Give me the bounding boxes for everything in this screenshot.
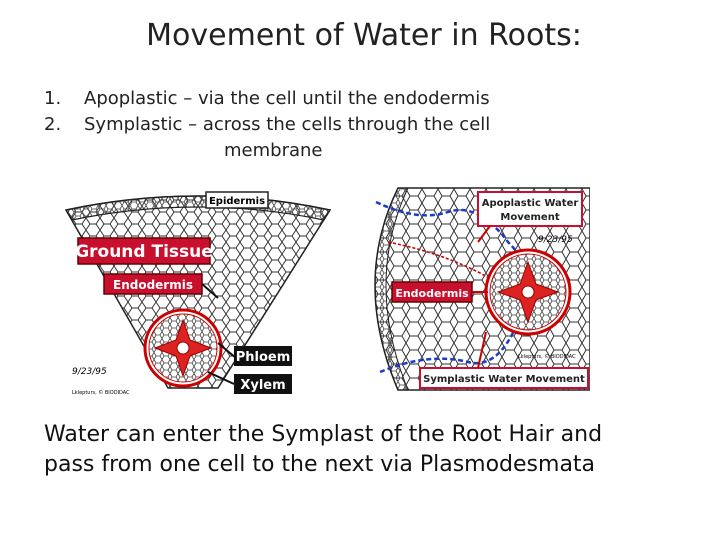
endodermis-label: Endodermis bbox=[103, 273, 203, 295]
apoplastic-water-movement-label: Apoplastic Water Movement bbox=[477, 191, 583, 227]
root-cross-section-diagram-right: Apoplastic Water Movement Endodermis Sym… bbox=[374, 187, 590, 391]
signature: 9/23/95 bbox=[538, 235, 573, 245]
slide-title: Movement of Water in Roots: bbox=[146, 18, 582, 53]
svg-text:Epidermis: Epidermis bbox=[209, 196, 265, 207]
root-cross-section-diagram-left: Epidermis Ground Tissue Endodermis Phloe… bbox=[64, 191, 332, 396]
ground-tissue-label: Ground Tissue bbox=[75, 237, 213, 265]
svg-text:Endodermis: Endodermis bbox=[395, 287, 469, 300]
xylem-star bbox=[496, 260, 560, 324]
list-item-2-continuation: membrane bbox=[44, 138, 490, 164]
credit: Lklepturs, © BIODIDAC bbox=[518, 353, 576, 360]
symplastic-path bbox=[379, 321, 520, 374]
svg-text:Symplastic Water Movement: Symplastic Water Movement bbox=[423, 374, 585, 385]
symplastic-water-movement-label: Symplastic Water Movement bbox=[419, 367, 589, 389]
phloem-label: Phloem bbox=[234, 346, 292, 366]
svg-text:Xylem: Xylem bbox=[240, 378, 285, 393]
xylem-star bbox=[153, 318, 213, 378]
list-item-1: 1. Apoplastic – via the cell until the e… bbox=[44, 86, 490, 112]
svg-text:Ground Tissue: Ground Tissue bbox=[75, 242, 213, 262]
svg-text:Movement: Movement bbox=[500, 212, 559, 223]
svg-text:Apoplastic Water: Apoplastic Water bbox=[482, 198, 579, 209]
signature: 9/23/95 bbox=[72, 367, 107, 377]
bullet-list: 1. Apoplastic – via the cell until the e… bbox=[44, 86, 490, 164]
list-text: Symplastic – across the cells through th… bbox=[84, 114, 491, 135]
endodermis-label: Endodermis bbox=[391, 281, 473, 303]
epidermis-label: Epidermis bbox=[205, 191, 269, 209]
list-number: 2. bbox=[44, 114, 62, 135]
list-number: 1. bbox=[44, 88, 62, 109]
body-text-line-2: pass from one cell to the next via Plasm… bbox=[44, 452, 596, 477]
list-text: Apoplastic – via the cell until the endo… bbox=[84, 88, 490, 109]
svg-text:Endodermis: Endodermis bbox=[113, 278, 193, 292]
credit: Lklepturs, © BIODIDAC bbox=[72, 389, 130, 396]
body-text-line-1: Water can enter the Symplast of the Root… bbox=[44, 422, 603, 447]
list-text-continuation: membrane bbox=[224, 140, 323, 161]
xylem-label: Xylem bbox=[234, 374, 292, 394]
svg-text:Phloem: Phloem bbox=[236, 350, 291, 365]
list-item-2: 2. Symplastic – across the cells through… bbox=[44, 112, 490, 138]
body-text: Water can enter the Symplast of the Root… bbox=[44, 420, 704, 480]
